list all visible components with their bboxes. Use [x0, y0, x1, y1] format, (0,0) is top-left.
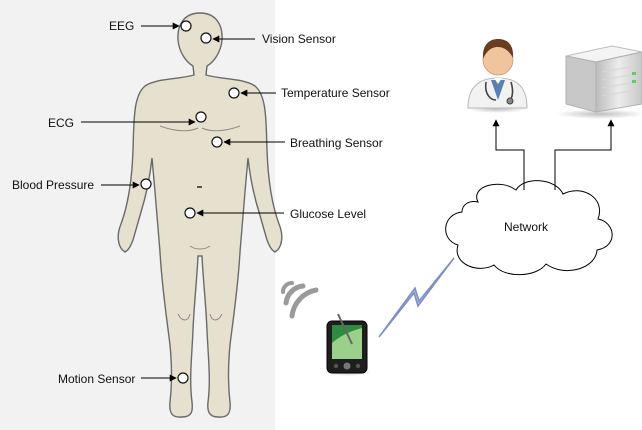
blood-pressure-node	[140, 178, 152, 190]
wireless-signal-icon	[281, 281, 319, 319]
temperature-node	[228, 87, 240, 99]
vision-node	[200, 32, 212, 44]
network-to-server-arrow	[554, 119, 615, 190]
label-ecg: ECG	[48, 116, 74, 130]
label-arrows	[81, 22, 285, 382]
label-glucose-level: Glucose Level	[290, 207, 366, 221]
network-cloud	[445, 180, 613, 276]
eeg-node	[180, 20, 192, 32]
server-icon	[556, 45, 642, 119]
pda-device-icon	[324, 313, 372, 376]
network-to-doctor-arrow	[492, 119, 525, 190]
label-eeg: EEG	[109, 19, 134, 33]
label-vision-sensor: Vision Sensor	[262, 32, 336, 46]
label-blood-pressure: Blood Pressure	[12, 178, 94, 192]
motion-node	[177, 372, 189, 384]
ecg-node	[195, 111, 207, 123]
glucose-node	[184, 207, 196, 219]
sensor-nodes	[140, 20, 240, 384]
lightning-link-icon	[378, 257, 455, 338]
label-temperature-sensor: Temperature Sensor	[281, 86, 390, 100]
label-motion-sensor: Motion Sensor	[58, 372, 135, 386]
network-label: Network	[504, 220, 549, 234]
label-breathing-sensor: Breathing Sensor	[290, 136, 383, 150]
breathing-node	[211, 136, 223, 148]
network-connectors	[492, 119, 615, 190]
doctor-icon	[467, 39, 528, 113]
